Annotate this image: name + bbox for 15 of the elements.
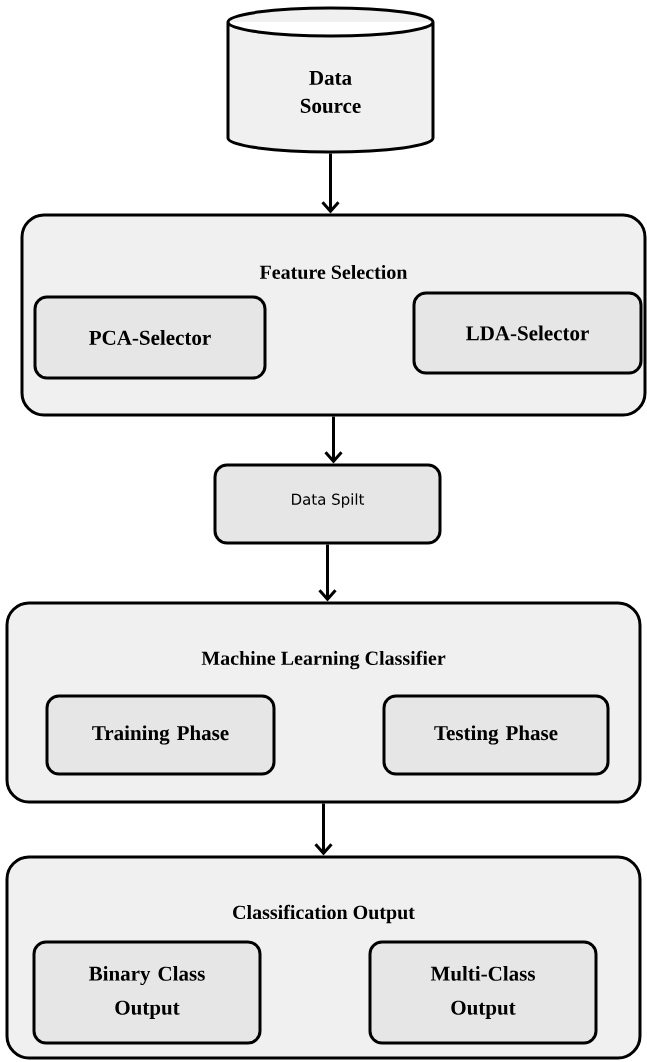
process-box: Data Spilt — [213, 463, 442, 545]
process-box: Multi-Class Output — [368, 940, 598, 1045]
process-box: Binary Class Output — [32, 940, 262, 1045]
arrow — [314, 803, 333, 856]
arrow — [324, 416, 343, 464]
process-box: Training Phase — [45, 694, 276, 776]
arrow — [321, 153, 340, 214]
arrow — [318, 544, 337, 602]
group-heading: Machine Learning Classifier — [201, 650, 446, 670]
group-heading: Feature Selection — [259, 264, 408, 280]
node-label: Data Source — [300, 71, 361, 113]
group-heading: Classification Output — [233, 904, 415, 924]
process-box: LDA-Selector — [412, 291, 643, 375]
process-box: PCA-Selector — [33, 295, 267, 380]
process-box: Testing Phase — [382, 694, 610, 776]
